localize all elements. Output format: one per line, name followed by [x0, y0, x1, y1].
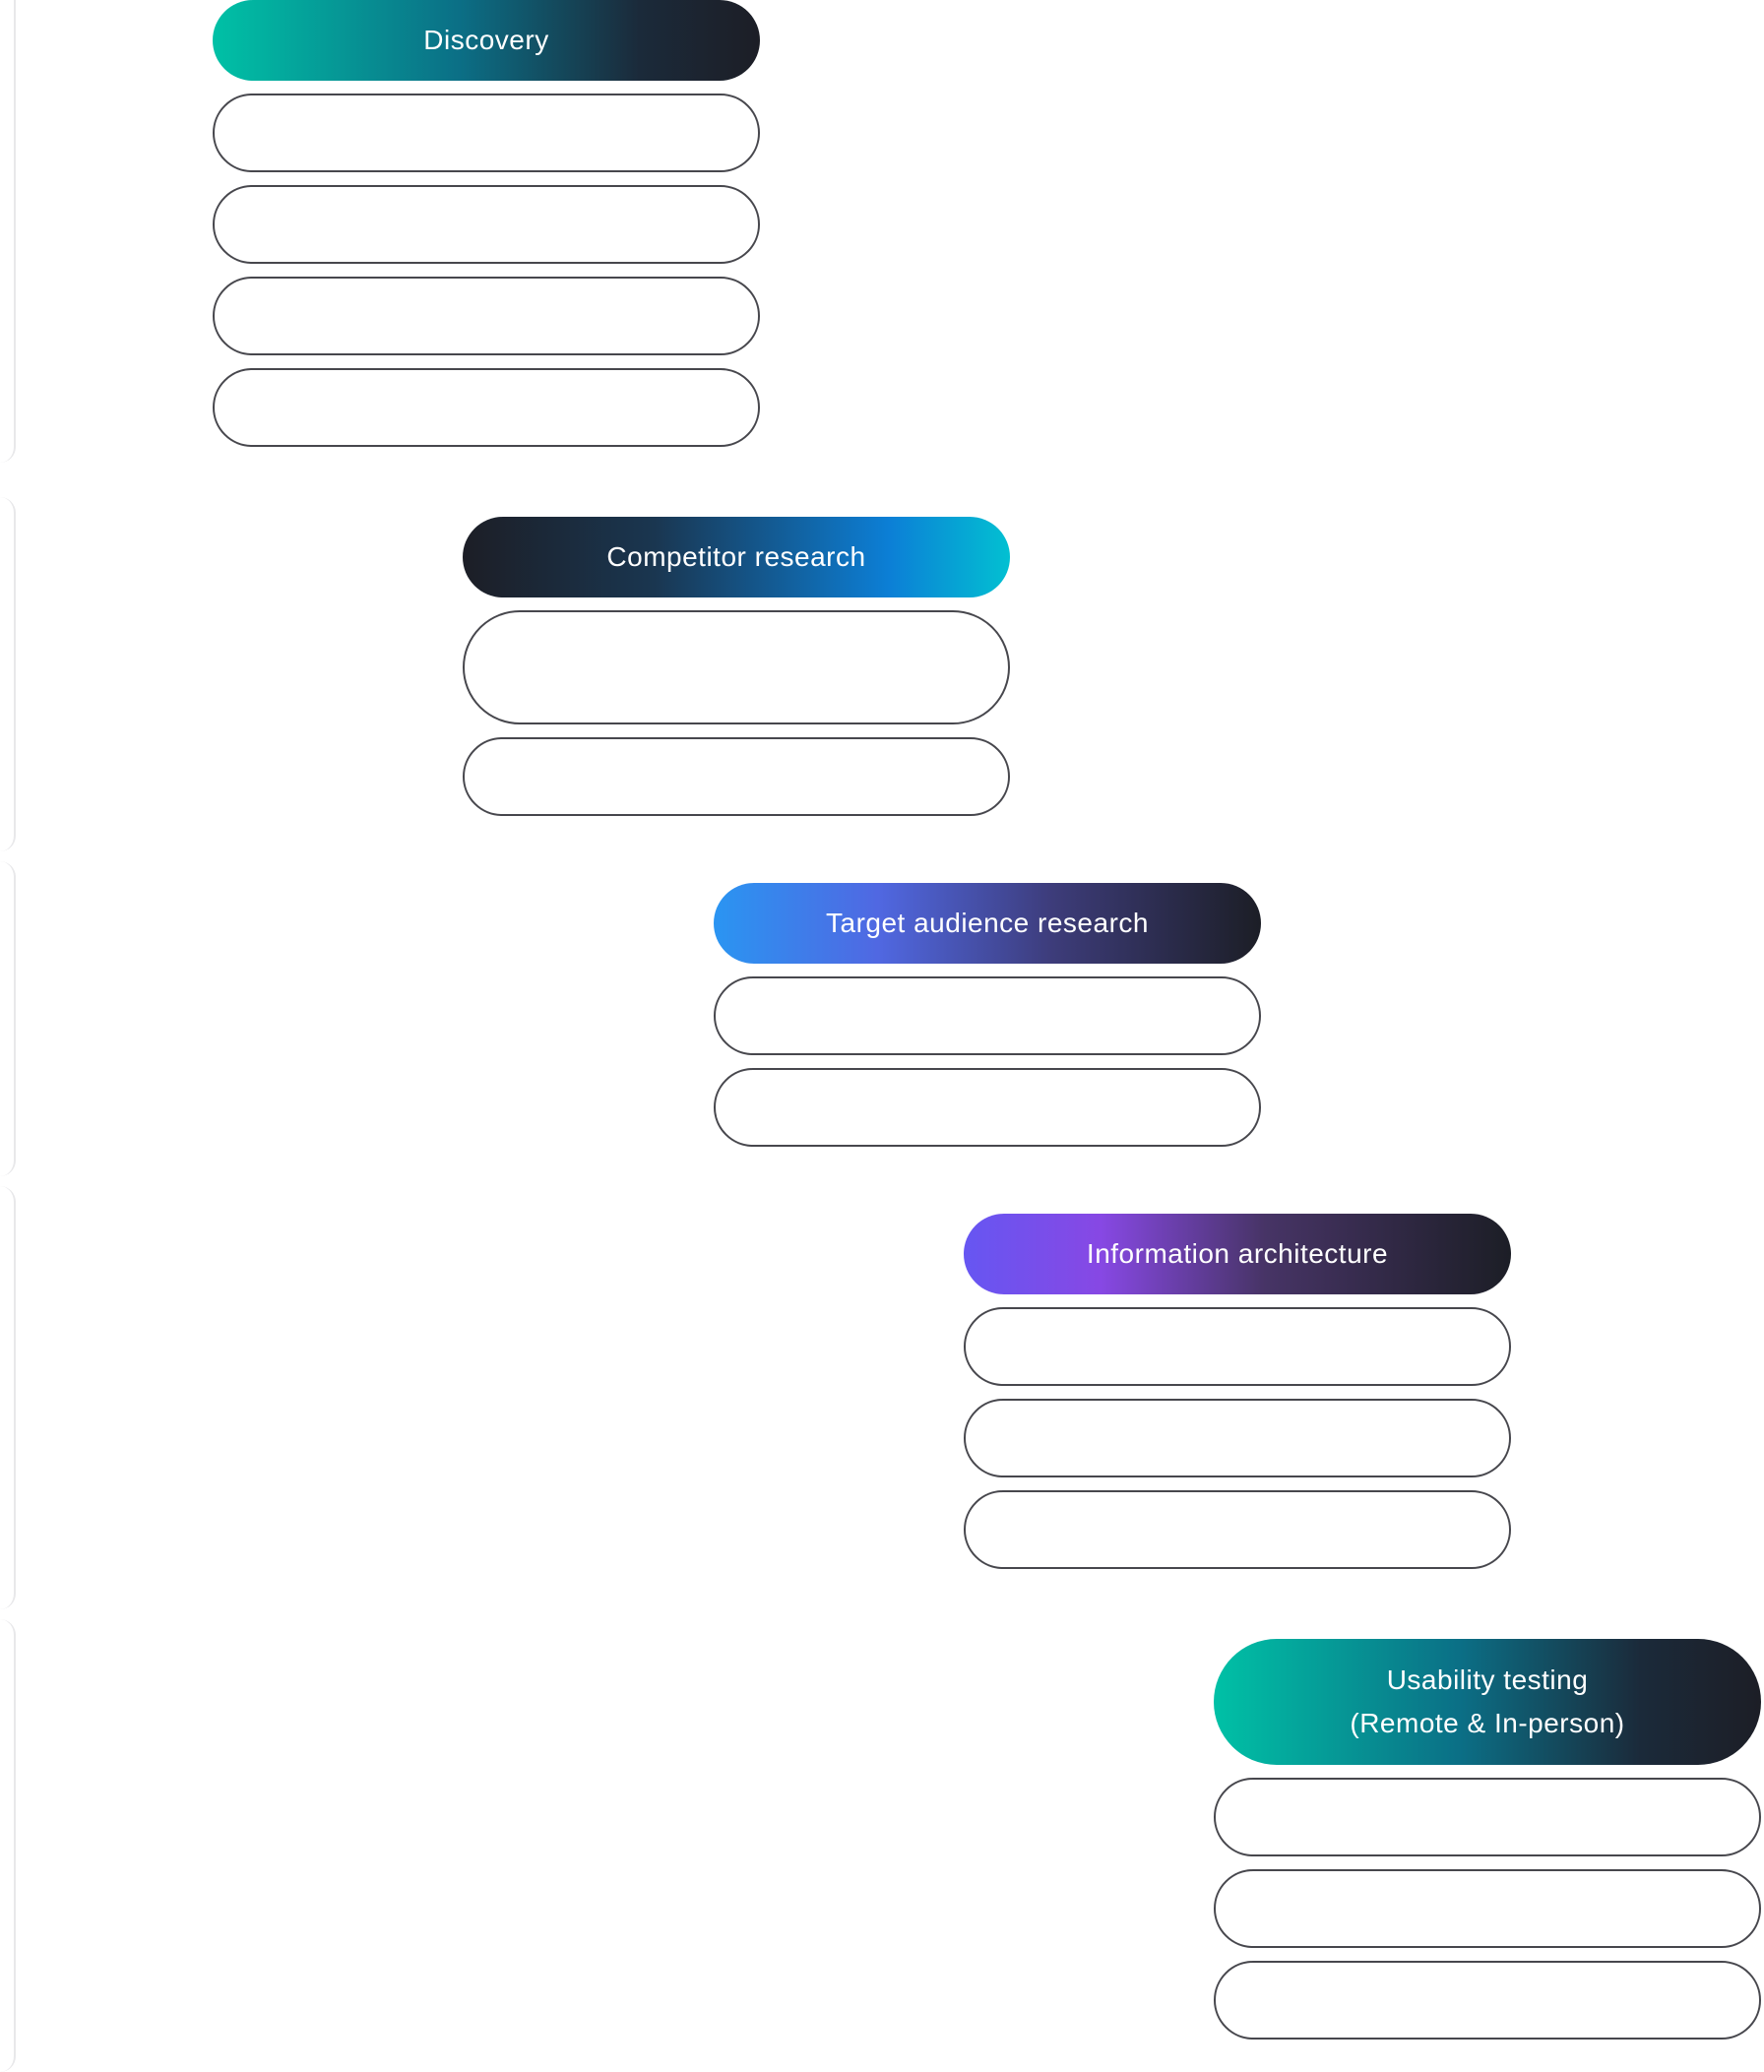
stage-item — [213, 368, 760, 447]
stage-item — [463, 737, 1010, 816]
stage-bracket — [0, 1619, 16, 2072]
stage-item — [964, 1399, 1511, 1477]
stage-item — [964, 1307, 1511, 1386]
stage-header: Usability testing (Remote & In-person) — [1214, 1639, 1761, 1765]
stage-competitor-research: Competitor research — [463, 517, 1010, 816]
stage-information-architecture: Information architecture — [964, 1214, 1511, 1569]
stage-bracket — [0, 0, 16, 463]
stage-item — [463, 610, 1010, 724]
stage-item — [213, 277, 760, 355]
stage-item — [714, 976, 1261, 1055]
stage-item — [714, 1068, 1261, 1147]
stage-bracket — [0, 1186, 16, 1609]
stage-item — [1214, 1961, 1761, 2040]
stage-bracket — [0, 497, 16, 851]
stage-item — [1214, 1869, 1761, 1948]
stage-item — [964, 1490, 1511, 1569]
stage-item — [213, 185, 760, 264]
stage-item — [1214, 1778, 1761, 1856]
stage-target-audience-research: Target audience research — [714, 883, 1261, 1147]
stage-header: Target audience research — [714, 883, 1261, 964]
stage-header: Competitor research — [463, 517, 1010, 597]
stage-bracket — [0, 861, 16, 1176]
stage-discovery: Discovery — [213, 0, 760, 447]
stage-item — [213, 94, 760, 172]
stage-header: Discovery — [213, 0, 760, 81]
stage-header: Information architecture — [964, 1214, 1511, 1294]
stage-usability-testing: Usability testing (Remote & In-person) — [1214, 1639, 1761, 2040]
